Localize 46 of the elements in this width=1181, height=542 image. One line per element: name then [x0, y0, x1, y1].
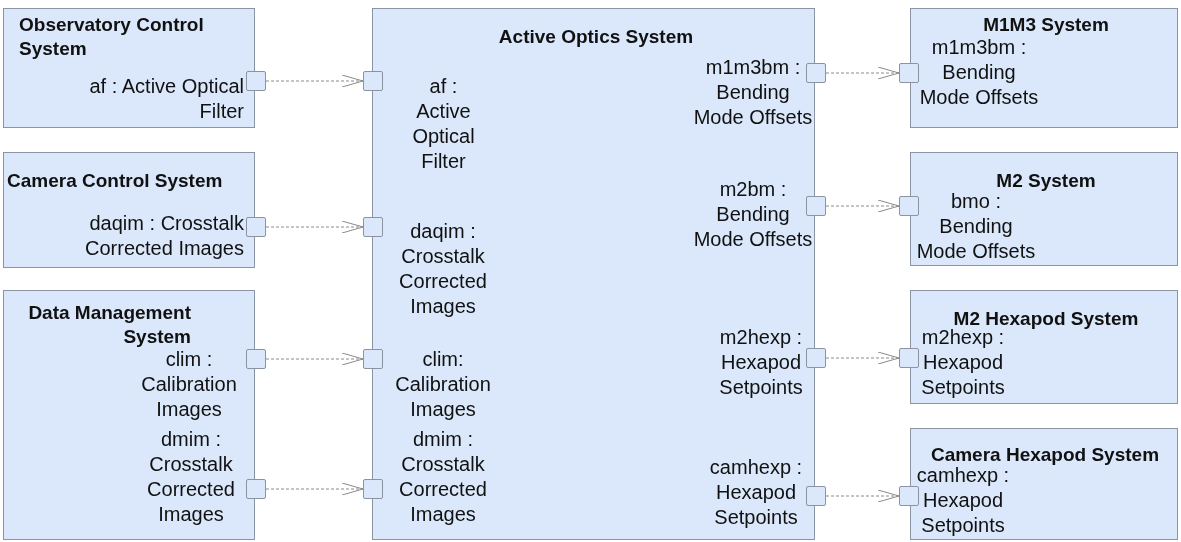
dependency-arrow [265, 482, 364, 496]
port-square [363, 479, 383, 499]
port-label: bmo : Bending Mode Offsets [915, 190, 1036, 264]
port-label: m1m3bm : Bending Mode Offsets [918, 35, 1040, 110]
port-square [806, 348, 826, 368]
component-title: M2 System [995, 169, 1097, 193]
port-square [246, 479, 266, 499]
dependency-arrow [825, 489, 900, 503]
dependency-arrow [265, 74, 364, 88]
port-square [246, 71, 266, 91]
port-square [246, 349, 266, 369]
port-square [806, 196, 826, 216]
port-label: camhexp : Hexapod Setpoints [708, 455, 804, 530]
port-square [899, 486, 919, 506]
port-square [806, 63, 826, 83]
component-title: Data Management System [27, 301, 191, 349]
port-label: af : Active Optical Filter [89, 74, 244, 124]
dependency-arrow [265, 220, 364, 234]
port-square [899, 348, 919, 368]
dependency-arrow [825, 351, 900, 365]
port-label: dmim : Crosstalk Corrected Images [146, 427, 236, 527]
port-label: dmim : Crosstalk Corrected Images [398, 427, 488, 527]
port-square [363, 349, 383, 369]
component-title: M1M3 System [982, 13, 1110, 37]
component-title: Observatory Control System [19, 13, 205, 61]
port-label: m2hexp : Hexapod Setpoints [718, 325, 804, 400]
port-square [363, 217, 383, 237]
component-title: Camera Control System [7, 169, 224, 193]
port-label: af : Active Optical Filter [411, 74, 476, 174]
component-title: M2 Hexapod System [952, 307, 1140, 329]
port-label: m2bm : Bending Mode Offsets [692, 177, 814, 252]
port-square [363, 71, 383, 91]
port-square [246, 217, 266, 237]
port-square [899, 196, 919, 216]
dependency-arrow [825, 199, 900, 213]
component-title: Camera Hexapod System [929, 443, 1161, 467]
component-title: Active Optics System [497, 25, 695, 49]
port-label: daqim : Crosstalk Corrected Images [398, 219, 488, 319]
port-label: daqim : Crosstalk Corrected Images [84, 211, 244, 261]
dependency-arrow [265, 352, 364, 366]
port-label: camhexp : Hexapod Setpoints [915, 464, 1010, 538]
port-square [899, 63, 919, 83]
dependency-arrow [825, 66, 900, 80]
port-label: m1m3bm : Bending Mode Offsets [692, 55, 814, 130]
port-square [806, 486, 826, 506]
port-label: m2hexp : Hexapod Setpoints [920, 326, 1005, 400]
